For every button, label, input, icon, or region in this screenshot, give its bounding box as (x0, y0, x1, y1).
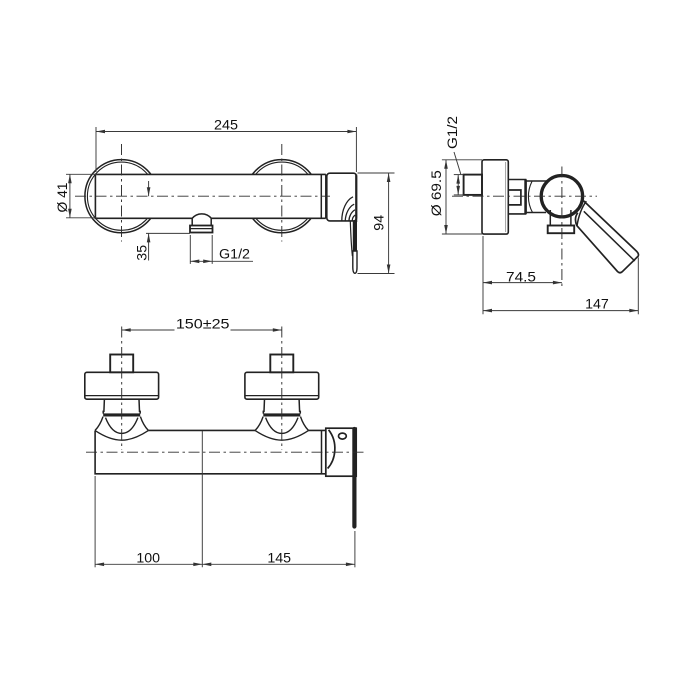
svg-text:145: 145 (267, 550, 291, 566)
svg-text:35: 35 (135, 245, 151, 261)
svg-text:100: 100 (136, 550, 160, 566)
svg-text:G1/2: G1/2 (219, 247, 250, 263)
svg-text:147: 147 (585, 297, 609, 313)
svg-text:150±25: 150±25 (176, 316, 230, 332)
svg-text:94: 94 (371, 215, 387, 231)
svg-text:Ø 41: Ø 41 (55, 182, 71, 212)
svg-text:245: 245 (214, 118, 238, 134)
svg-text:Ø 69.5: Ø 69.5 (429, 170, 445, 216)
svg-text:G1/2: G1/2 (445, 116, 461, 149)
svg-text:74.5: 74.5 (506, 270, 536, 286)
